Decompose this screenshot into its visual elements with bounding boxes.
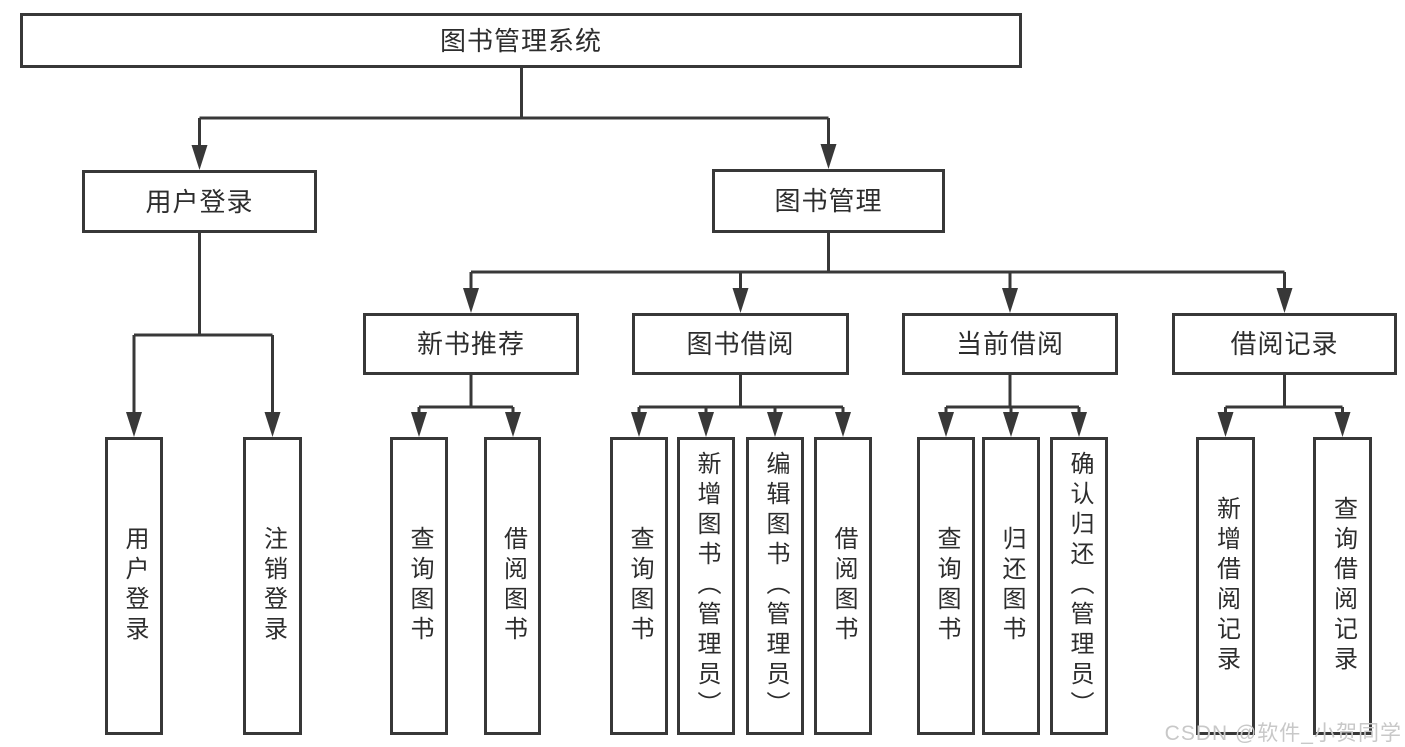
- leaf-query-borrow-record: 查询借阅记录: [1313, 437, 1372, 735]
- leaf-logout: 注销登录: [243, 437, 302, 735]
- leaf-query-books-current: 查询图书: [917, 437, 975, 735]
- leaf-query-books-recommend: 查询图书: [390, 437, 448, 735]
- leaf-confirm-return-admin: 确认归还（管理员）: [1050, 437, 1108, 735]
- leaf-borrow-books: 借阅图书: [814, 437, 872, 735]
- node-book-management: 图书管理: [712, 169, 945, 233]
- leaf-borrow-books-recommend: 借阅图书: [484, 437, 541, 735]
- csdn-watermark: CSDN @软件_小贺同学: [1164, 722, 1402, 745]
- node-current-borrowing: 当前借阅: [902, 313, 1118, 375]
- node-user-login: 用户登录: [82, 170, 317, 233]
- leaf-return-books: 归还图书: [982, 437, 1040, 735]
- node-new-book-recommend: 新书推荐: [363, 313, 579, 375]
- leaf-add-books-admin: 新增图书（管理员）: [677, 437, 735, 735]
- arrowhead-icons: [126, 144, 1351, 437]
- leaf-edit-books-admin: 编辑图书（管理员）: [746, 437, 804, 735]
- leaf-add-borrow-record: 新增借阅记录: [1196, 437, 1255, 735]
- leaf-query-books-borrow: 查询图书: [610, 437, 668, 735]
- node-root-library-system: 图书管理系统: [20, 13, 1022, 68]
- node-borrowing-records: 借阅记录: [1172, 313, 1397, 375]
- leaf-user-login: 用户登录: [105, 437, 163, 735]
- node-book-borrowing: 图书借阅: [632, 313, 849, 375]
